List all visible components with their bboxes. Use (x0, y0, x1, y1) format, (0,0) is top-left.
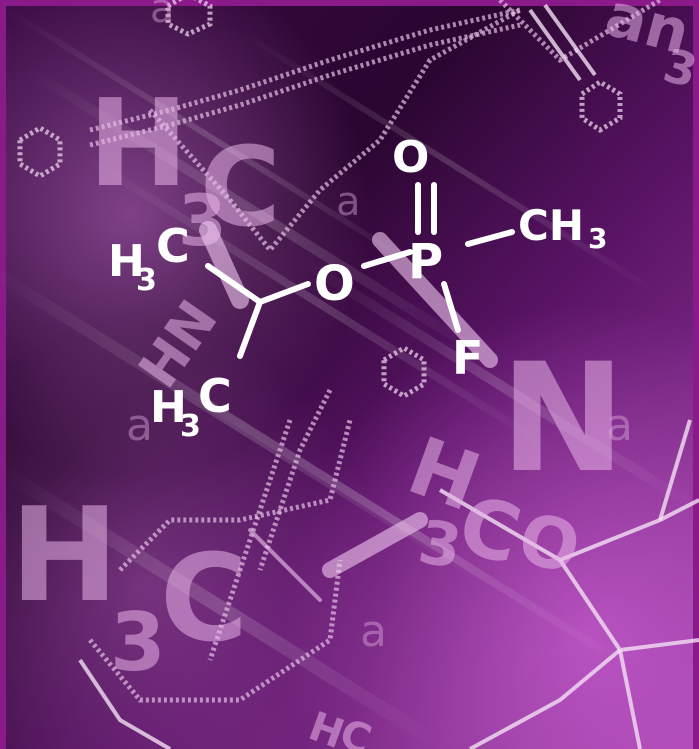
sarin-molecule (205, 182, 515, 359)
ghost-n: N (500, 332, 626, 506)
atom-3-upper: 3 (136, 263, 157, 298)
atom-h-upper: H (108, 236, 145, 287)
ring-top (165, 0, 213, 37)
ghost-3-bottom: 3 (110, 596, 166, 689)
ghost-a-left: a (126, 400, 153, 451)
ring-right (579, 79, 623, 133)
ghost-c-bottom: C (160, 530, 248, 669)
atom-f: F (452, 331, 483, 385)
bond-p-f (441, 281, 461, 333)
bond-c-o (257, 281, 311, 305)
ghost-chains (88, 0, 662, 703)
ghost-a-mid: a (336, 179, 361, 225)
bond-c-ch3-lower (237, 299, 263, 359)
bond-c-ch3-upper (205, 263, 263, 305)
atom-ch: CH (518, 201, 584, 250)
atom-p: P (408, 234, 443, 290)
ghost-skeleton (78, 3, 699, 749)
ghost-h-bottom: H (10, 479, 119, 631)
atom-h-lower: H (150, 382, 187, 433)
bond-p-ch3 (465, 229, 515, 247)
ghost-letters: H C 3 N H 3 C O H 3 C HN a a a a a an 3 … (10, 0, 699, 749)
ghost-rings (17, 0, 623, 399)
ghost-h-top: H (88, 75, 188, 214)
molecule-labels: O P CH 3 F O H 3 C H 3 C (108, 132, 607, 444)
ghost-a-bottom: a (360, 606, 387, 657)
atom-o-top: O (392, 132, 429, 183)
ghost-bonds (199, 221, 498, 602)
atom-ch-sub: 3 (588, 222, 607, 255)
bond-o-p (361, 249, 413, 269)
ghost-a-right: a (606, 400, 633, 451)
atom-o-ester: O (314, 256, 355, 312)
atom-c-lower: C (198, 369, 232, 423)
atom-c-upper: C (156, 219, 190, 273)
ghost-a-top: a (150, 0, 175, 32)
atom-3-lower: 3 (180, 409, 201, 444)
